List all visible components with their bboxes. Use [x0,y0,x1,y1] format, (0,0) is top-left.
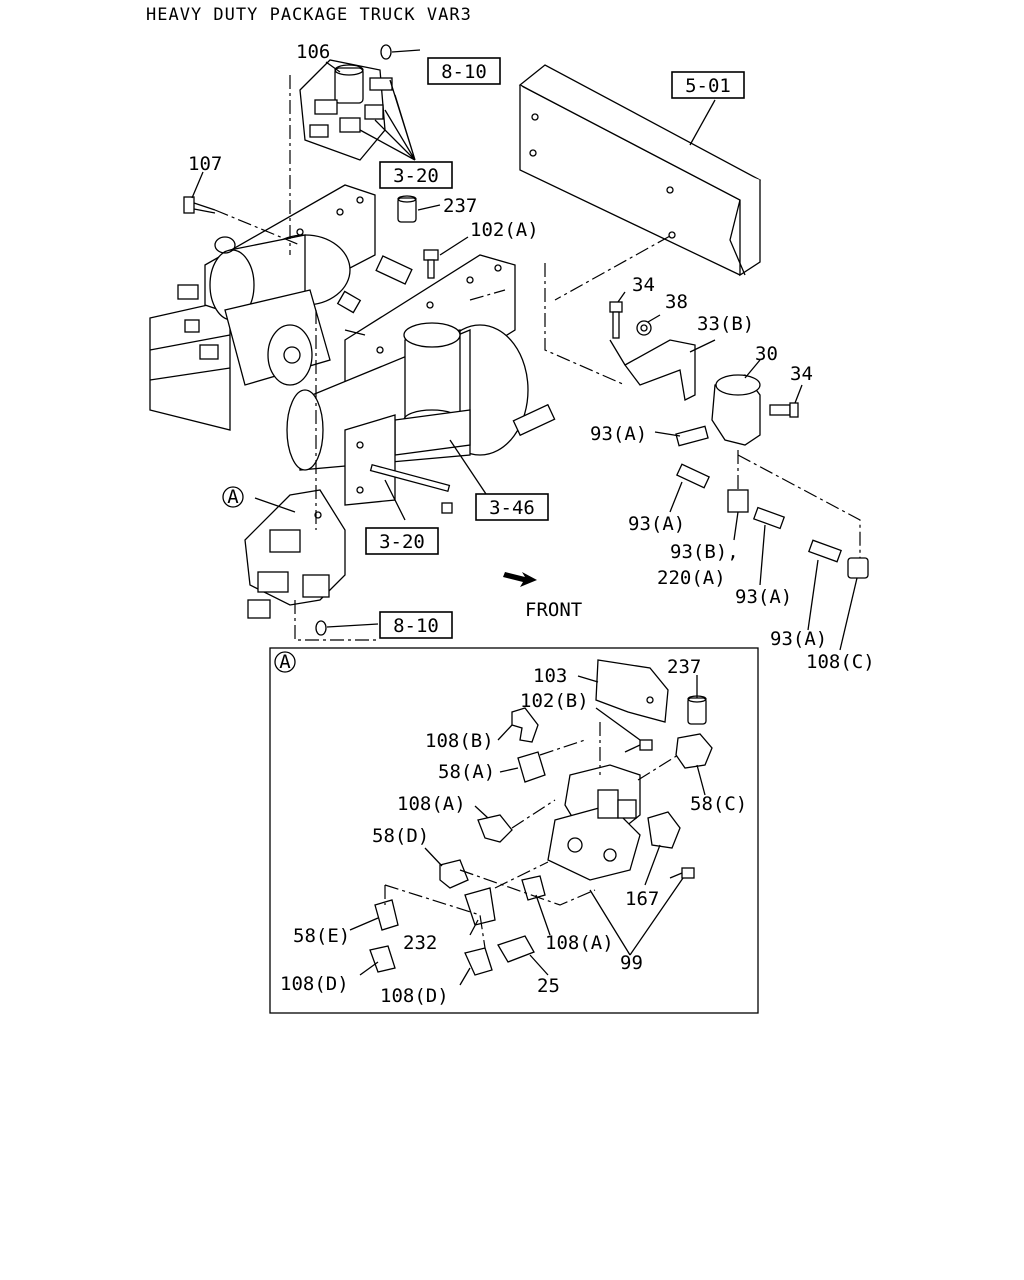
front-arrow-icon [503,572,537,587]
svg-text:3-20: 3-20 [379,531,425,553]
bolt-107 [183,196,216,214]
callout-58d: 58(D) [372,825,429,847]
callout-106: 106 [296,41,330,63]
svg-text:3-20: 3-20 [393,165,439,187]
ref-box-3-46: 3-46 [475,493,549,521]
callout-108a-1: 108(A) [397,793,466,815]
inset-components [369,659,713,976]
callout-30: 30 [755,343,778,365]
leader-lines [191,61,861,651]
bolt-102a [423,249,439,279]
ref-box-8-10-top: 8-10 [427,57,501,85]
callout-58c: 58(C) [690,793,747,815]
callout-220a: 220(A) [657,567,726,589]
callout-167: 167 [625,888,659,910]
callout-33b: 33(B) [697,313,754,335]
callout-103: 103 [533,665,567,687]
callout-58e: 58(E) [293,925,350,947]
callout-58a: 58(A) [438,761,495,783]
svg-text:8-10: 8-10 [393,615,439,637]
bracket-33b [609,301,696,401]
valve-block-a [244,489,346,619]
detail-marker-main: A [222,486,244,508]
svg-text:3-46: 3-46 [489,497,535,519]
callout-93b: 93(B), [670,541,739,563]
callout-93a-1: 93(A) [590,423,647,445]
callout-237-top: 237 [443,195,477,217]
callout-38: 38 [665,291,688,313]
detail-marker-inset: A [274,651,296,673]
svg-text:5-01: 5-01 [685,75,731,97]
callout-108d-2: 108(D) [380,985,449,1007]
frame-rail [518,64,762,277]
ref-box-3-20-mid: 3-20 [365,527,439,555]
detail-inset-frame [269,647,759,1014]
callout-99: 99 [620,952,643,974]
callout-93a-3: 93(A) [735,586,792,608]
valve-106 [299,59,393,161]
plug-237-top [397,195,417,223]
front-label: FRONT [525,599,582,621]
svg-text:A: A [227,486,239,508]
svg-text:8-10: 8-10 [441,61,487,83]
callout-93a-4: 93(A) [770,628,827,650]
ref-box-3-20-top: 3-20 [379,161,453,189]
callout-237-inset: 237 [667,656,701,678]
plug-bottom [315,620,327,636]
callout-102b: 102(B) [520,690,589,712]
callout-labels: 106 107 237 102(A) 34 38 33(B) 30 34 93(… [188,41,875,1007]
callout-107: 107 [188,153,222,175]
svg-text:A: A [279,651,291,673]
callout-232: 232 [403,932,437,954]
inset-leader-lines [349,675,706,986]
filter-30 [711,374,799,446]
callout-108c: 108(C) [806,651,875,673]
callout-108b: 108(B) [425,730,494,752]
callout-25: 25 [537,975,560,997]
callout-108a-2: 108(A) [545,932,614,954]
callout-34-top: 34 [632,274,655,296]
plug-top [380,44,392,60]
diagram-title: HEAVY DUTY PACKAGE TRUCK VAR3 [146,5,472,25]
callout-102a: 102(A) [470,219,539,241]
ref-box-5-01: 5-01 [671,71,745,99]
ref-box-8-10-bottom: 8-10 [379,611,453,639]
callout-108d-1: 108(D) [280,973,349,995]
callout-34-right: 34 [790,363,813,385]
callout-93a-2: 93(A) [628,513,685,535]
fittings-93 [675,425,869,579]
